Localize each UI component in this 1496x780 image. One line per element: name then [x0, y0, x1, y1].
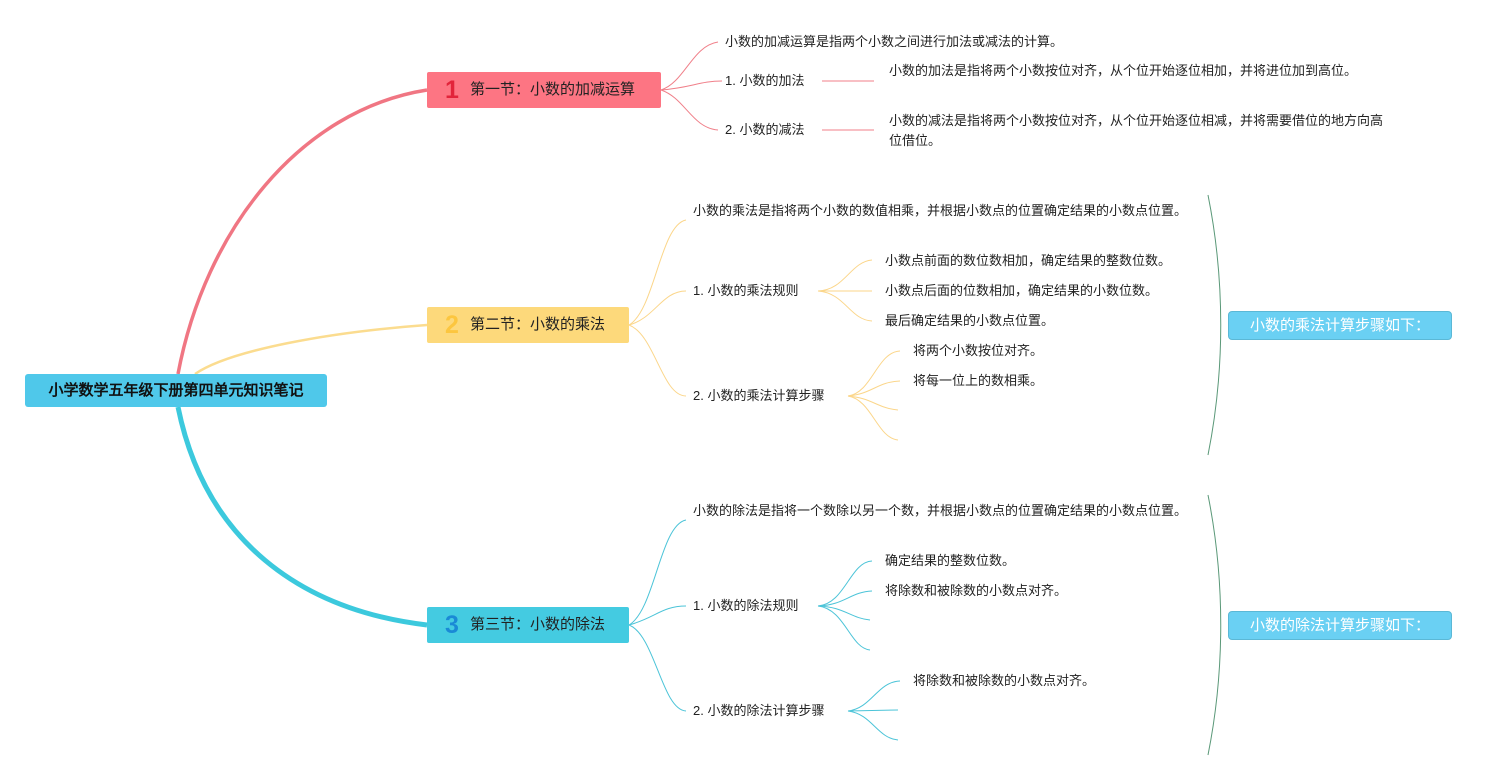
section-3-summary[interactable]: 小数的除法计算步骤如下：	[1228, 611, 1452, 640]
section-1-number: 1	[445, 76, 459, 104]
section-2-steps-label[interactable]: 2. 小数的乘法计算步骤	[693, 388, 825, 403]
branch-root-s1	[176, 88, 428, 375]
section-3-number: 3	[445, 611, 459, 639]
section1-connectors	[660, 41, 874, 131]
section-2-rule-item[interactable]: 小数点前面的数位数相加，确定结果的整数位数。	[885, 253, 1172, 268]
section-2-number: 2	[445, 311, 459, 339]
section-3-rule-item[interactable]: 将除数和被除数的小数点对齐。	[885, 583, 1068, 598]
section-2-step-item[interactable]: 将每一位上的数相乘。	[913, 373, 1044, 388]
section-3-step-item[interactable]: 将除数和被除数的小数点对齐。	[913, 673, 1096, 688]
branch-root-s3	[175, 406, 428, 628]
section-1-subtraction-desc[interactable]: 小数的减法是指将两个小数按位对齐，从个位开始逐位相减，并将需要借位的地方向高位借…	[889, 113, 1384, 148]
summary-bracket-div	[1207, 494, 1222, 756]
section-2-rule-item[interactable]: 小数点后面的位数相加，确定结果的小数位数。	[885, 283, 1159, 298]
section-2-summary[interactable]: 小数的乘法计算步骤如下：	[1228, 311, 1452, 340]
section2-connectors	[628, 219, 901, 441]
section-2-rule-label[interactable]: 1. 小数的乘法规则	[693, 283, 799, 298]
section-1-item-addition[interactable]: 1. 小数的加法	[725, 73, 805, 88]
section-1-title: 第一节：小数的加减运算	[470, 81, 636, 98]
branch-root-s2	[194, 323, 428, 376]
section-3-steps-label[interactable]: 2. 小数的除法计算步骤	[693, 703, 825, 718]
section-3-intro[interactable]: 小数的除法是指将一个数除以另一个数，并根据小数点的位置确定结果的小数点位置。	[693, 503, 1188, 518]
section3-connectors	[628, 519, 901, 741]
section-2-intro[interactable]: 小数的乘法是指将两个小数的数值相乘，并根据小数点的位置确定结果的小数点位置。	[693, 203, 1188, 218]
section-2-step-item[interactable]: 将两个小数按位对齐。	[913, 343, 1044, 358]
section-3-title: 第三节：小数的除法	[470, 616, 606, 633]
section-3-topic[interactable]: 3 第三节：小数的除法	[427, 607, 629, 643]
summary-bracket-mult	[1207, 194, 1222, 456]
section-3-rule-label[interactable]: 1. 小数的除法规则	[693, 598, 799, 613]
section-2-rule-item[interactable]: 最后确定结果的小数点位置。	[885, 313, 1055, 328]
section-3-rule-item[interactable]: 确定结果的整数位数。	[885, 553, 1016, 568]
section-1-intro[interactable]: 小数的加减运算是指两个小数之间进行加法或减法的计算。	[725, 34, 1064, 49]
root-topic[interactable]: 小学数学五年级下册第四单元知识笔记	[25, 374, 327, 407]
section-2-title: 第二节：小数的乘法	[470, 316, 606, 333]
section-1-item-subtraction[interactable]: 2. 小数的减法	[725, 122, 805, 137]
section-2-topic[interactable]: 2 第二节：小数的乘法	[427, 307, 629, 343]
section-1-topic[interactable]: 1 第一节：小数的加减运算	[427, 72, 661, 108]
section-1-addition-desc[interactable]: 小数的加法是指将两个小数按位对齐，从个位开始逐位相加，并将进位加到高位。	[889, 63, 1358, 78]
